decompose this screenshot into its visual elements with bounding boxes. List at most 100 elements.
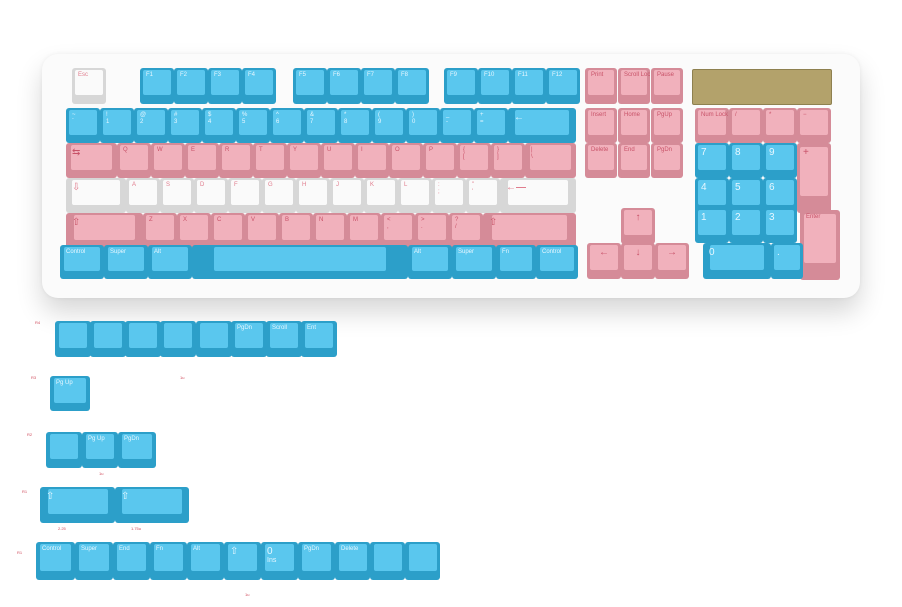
extra-key-blank[interactable] <box>196 321 232 357</box>
key-num-6[interactable]: 6 <box>763 178 797 213</box>
key-left-bracket[interactable]: { [ <box>457 143 491 178</box>
key-insert[interactable]: Insert <box>585 108 617 143</box>
extra-key-blank[interactable] <box>55 321 91 357</box>
key-y[interactable]: Y <box>287 143 321 178</box>
key-esc[interactable]: Esc <box>72 68 106 104</box>
key-right-alt[interactable]: Alt <box>408 245 452 279</box>
extra-key-end[interactable]: End <box>113 542 150 580</box>
key-f2[interactable]: F2 <box>174 68 208 104</box>
key-m[interactable]: M <box>347 213 381 248</box>
key-quote[interactable]: " ' <box>466 178 500 213</box>
key-num-0[interactable]: 0 <box>703 243 771 279</box>
key-num-3[interactable]: 3 <box>763 208 797 243</box>
key-num-9[interactable]: 9 <box>763 143 797 178</box>
key-d[interactable]: D <box>194 178 228 213</box>
key-u[interactable]: U <box>321 143 355 178</box>
key-t[interactable]: T <box>253 143 287 178</box>
key-backspace[interactable]: ← <box>508 108 576 143</box>
key-2[interactable]: @ 2 <box>134 108 168 143</box>
key-delete[interactable]: Delete <box>585 143 617 178</box>
key-num-divide[interactable]: / <box>729 108 763 143</box>
key-right-shift[interactable]: ⇧ <box>483 213 576 248</box>
key-f3[interactable]: F3 <box>208 68 242 104</box>
key-8[interactable]: * 8 <box>338 108 372 143</box>
key-caps-lock[interactable]: ⇩ <box>66 178 126 213</box>
key-f[interactable]: F <box>228 178 262 213</box>
key-num-7[interactable]: 7 <box>695 143 729 178</box>
key-num-8[interactable]: 8 <box>729 143 763 178</box>
key-right-super[interactable]: Super <box>452 245 496 279</box>
key-f8[interactable]: F8 <box>395 68 429 104</box>
key-k[interactable]: K <box>364 178 398 213</box>
key-f6[interactable]: F6 <box>327 68 361 104</box>
extra-key-blank[interactable] <box>46 432 82 468</box>
key-scroll-lock[interactable]: Scroll Lock <box>618 68 650 104</box>
key-f1[interactable]: F1 <box>140 68 174 104</box>
key-b[interactable]: B <box>279 213 313 248</box>
key-num-dot[interactable]: . <box>771 243 803 279</box>
key-pause[interactable]: Pause <box>651 68 683 104</box>
key-6[interactable]: ^ 6 <box>270 108 304 143</box>
key-j[interactable]: J <box>330 178 364 213</box>
key-3[interactable]: # 3 <box>168 108 202 143</box>
key-left-shift[interactable]: ⇧ <box>66 213 143 248</box>
key-1[interactable]: ! 1 <box>100 108 134 143</box>
extra-key-shift[interactable]: ⇧ <box>224 542 261 580</box>
key-tab[interactable]: ⇆ <box>66 143 117 178</box>
key-s[interactable]: S <box>160 178 194 213</box>
key-f11[interactable]: F11 <box>512 68 546 104</box>
key-4[interactable]: $ 4 <box>202 108 236 143</box>
key-num-2[interactable]: 2 <box>729 208 763 243</box>
key-l[interactable]: L <box>398 178 432 213</box>
extra-key-blank[interactable] <box>125 321 161 357</box>
extra-key-delete[interactable]: Delete <box>335 542 370 580</box>
key-arrow-right[interactable]: → <box>655 243 689 279</box>
key-home[interactable]: Home <box>618 108 650 143</box>
key-5[interactable]: % 5 <box>236 108 270 143</box>
key-num-5[interactable]: 5 <box>729 178 763 213</box>
key-f9[interactable]: F9 <box>444 68 478 104</box>
extra-key-pgdn[interactable]: PgDn <box>298 542 335 580</box>
extra-key-blank[interactable] <box>90 321 126 357</box>
key-space[interactable] <box>192 245 408 279</box>
key-f5[interactable]: F5 <box>293 68 327 104</box>
extra-key-fn[interactable]: Fn <box>150 542 187 580</box>
key-fn[interactable]: Fn <box>496 245 536 279</box>
key-0[interactable]: ) 0 <box>406 108 440 143</box>
key-right-control[interactable]: Control <box>536 245 578 279</box>
extra-key-alt[interactable]: Alt <box>187 542 224 580</box>
extra-key-blank[interactable] <box>370 542 405 580</box>
key-a[interactable]: A <box>126 178 160 213</box>
extra-key-blank[interactable] <box>405 542 440 580</box>
extra-key-pgdn[interactable]: PgDn <box>118 432 156 468</box>
key-page-up[interactable]: PgUp <box>651 108 683 143</box>
key-i[interactable]: I <box>355 143 389 178</box>
key-v[interactable]: V <box>245 213 279 248</box>
key-period[interactable]: > . <box>415 213 449 248</box>
key-enter[interactable]: ←⎯⎯ <box>500 178 576 213</box>
key-c[interactable]: C <box>211 213 245 248</box>
key-num-4[interactable]: 4 <box>695 178 729 213</box>
key-9[interactable]: ( 9 <box>372 108 406 143</box>
key-page-down[interactable]: PgDn <box>651 143 683 178</box>
key-g[interactable]: G <box>262 178 296 213</box>
extra-key-pgup[interactable]: Pg Up <box>50 376 90 411</box>
key-backslash[interactable]: | \ <box>525 143 576 178</box>
key-slash[interactable]: ? / <box>449 213 483 248</box>
key-f4[interactable]: F4 <box>242 68 276 104</box>
key-num-multiply[interactable]: * <box>763 108 797 143</box>
key-equals[interactable]: + = <box>474 108 508 143</box>
key-f12[interactable]: F12 <box>546 68 580 104</box>
key-num-plus[interactable]: + <box>797 143 831 213</box>
key-arrow-up[interactable]: ↑ <box>621 208 655 244</box>
key-num-1[interactable]: 1 <box>695 208 729 243</box>
key-print[interactable]: Print <box>585 68 617 104</box>
key-w[interactable]: W <box>151 143 185 178</box>
key-left-super[interactable]: Super <box>104 245 148 279</box>
key-left-control[interactable]: Control <box>60 245 104 279</box>
key-minus[interactable]: _ - <box>440 108 474 143</box>
key-r[interactable]: R <box>219 143 253 178</box>
key-n[interactable]: N <box>313 213 347 248</box>
key-7[interactable]: & 7 <box>304 108 338 143</box>
